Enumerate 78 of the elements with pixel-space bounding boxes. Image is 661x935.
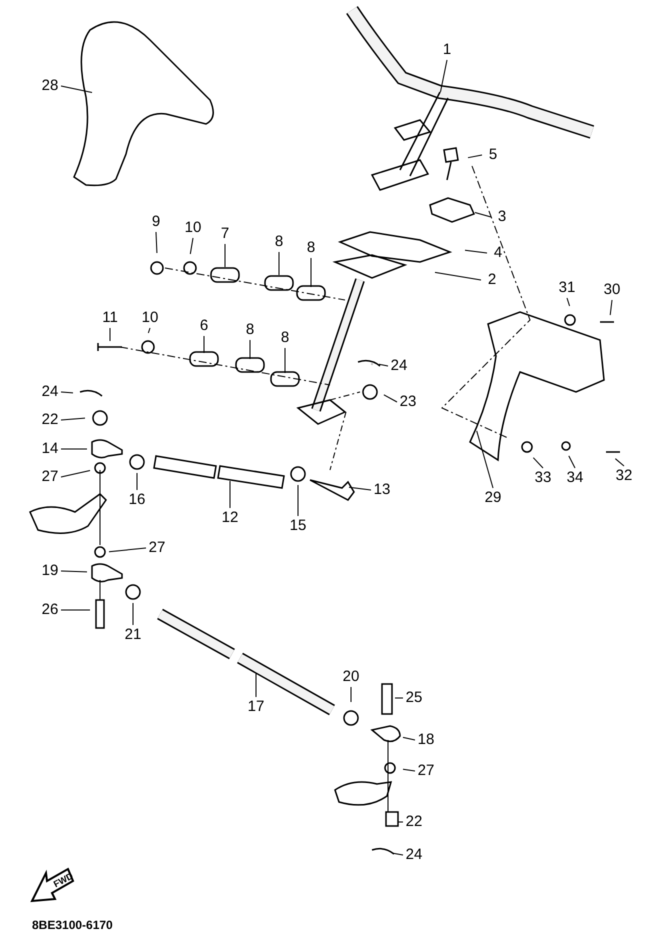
callout-number: 24: [42, 384, 58, 400]
callout-number: 22: [406, 814, 422, 830]
callout-number: 9: [152, 214, 160, 230]
leader-line: [284, 348, 286, 374]
callout-number: 12: [222, 510, 238, 526]
callout-number: 25: [406, 690, 422, 706]
callout-number: 2: [488, 272, 496, 288]
leader-line: [60, 392, 74, 394]
leader-line: [148, 328, 150, 334]
callout-number: 1: [442, 42, 452, 58]
leader-line: [402, 736, 416, 740]
callout-number: 15: [290, 518, 306, 534]
leader-line: [568, 455, 576, 468]
callout-number: 34: [566, 470, 584, 486]
callout-number: 20: [342, 669, 360, 685]
leader-line: [60, 570, 88, 572]
callout-number: 27: [148, 540, 166, 556]
leader-line: [156, 232, 158, 254]
callout-number: 24: [406, 847, 422, 863]
callout-number: 33: [534, 470, 552, 486]
callout-number: 10: [184, 220, 202, 236]
leader-line: [474, 212, 492, 218]
callout-number: 30: [604, 282, 620, 298]
leader-line: [610, 300, 612, 316]
callout-number: 22: [42, 412, 58, 428]
leader-line: [278, 252, 280, 276]
leader-line: [383, 394, 398, 402]
callout-number: 26: [42, 602, 58, 618]
callout-number: 21: [124, 627, 142, 643]
callout-number: 18: [418, 732, 434, 748]
callout-number: 3: [498, 209, 506, 225]
callout-number: 8: [280, 330, 290, 346]
leader-line: [190, 238, 194, 255]
leader-line: [467, 154, 482, 158]
callout-number: 16: [128, 492, 146, 508]
callout-number: 19: [42, 563, 58, 579]
callout-number: 32: [616, 468, 632, 484]
callout-number: 8: [246, 322, 254, 338]
callout-number: 5: [488, 147, 498, 163]
callout-number: 8: [306, 240, 316, 256]
leader-line: [136, 472, 138, 490]
leader-line: [132, 602, 134, 626]
callout-number: 27: [42, 469, 58, 485]
leader-line: [614, 458, 624, 466]
leader-line: [476, 430, 494, 488]
callout-number: 14: [42, 441, 58, 457]
callout-number: 27: [418, 763, 434, 779]
leader-line: [402, 768, 416, 772]
callout-number: 10: [142, 310, 158, 326]
callout-number: 28: [42, 78, 58, 94]
callout-number: 7: [220, 226, 230, 242]
leader-line: [348, 486, 372, 490]
leader-line: [60, 448, 88, 450]
callout-number: 23: [400, 394, 416, 410]
callout-number: 17: [248, 699, 264, 715]
leader-line: [392, 852, 404, 856]
callout-number: 11: [102, 310, 118, 326]
leader-line: [532, 457, 544, 468]
leader-line: [464, 250, 488, 254]
leader-line: [350, 686, 352, 702]
callout-number: 24: [390, 358, 408, 374]
leader-line: [434, 272, 482, 280]
callout-number: 13: [374, 482, 390, 498]
leader-line: [60, 86, 93, 94]
leader-line: [108, 548, 146, 552]
leader-line: [310, 258, 312, 288]
leader-line: [378, 364, 388, 366]
callout-number: 31: [558, 280, 576, 296]
callout-number: 6: [200, 318, 208, 334]
callout-number: 4: [494, 245, 502, 261]
leader-line: [224, 244, 226, 268]
callout-number: 8: [274, 234, 284, 250]
leader-line: [440, 60, 448, 93]
leader-line: [60, 470, 91, 478]
callout-number: 29: [484, 490, 502, 506]
leader-line: [566, 298, 570, 307]
part-code: 8BE3100-6170: [32, 918, 113, 932]
leader-line: [60, 418, 86, 420]
